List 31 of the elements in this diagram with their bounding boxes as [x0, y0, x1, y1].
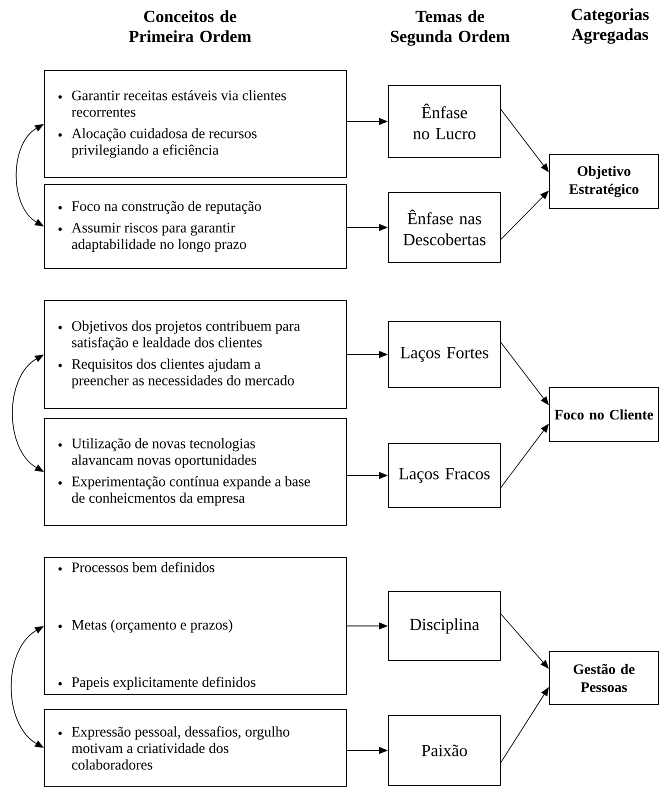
theme-box: Ênfase no Lucro [388, 85, 501, 158]
concept-box [44, 557, 347, 695]
theme-box: Paixão [388, 715, 501, 786]
bullet-item: Processos bem definidos [58, 562, 214, 572]
bullet-item: Metas (orçamento e prazos) [58, 619, 232, 633]
column-heading: Categorias Agregadas [572, 8, 649, 44]
arrow [500, 614, 549, 669]
bullet-item: Garantir receitas estáveis via clientes recorrentes [58, 90, 286, 117]
concept-box [44, 300, 347, 409]
category-box: Gestão de Pessoas [549, 651, 659, 705]
theme-box: Disciplina [388, 591, 501, 661]
bullet-item: Experimentação contínua expande a base de conheicmentos da empresa [58, 476, 310, 506]
column-heading: Conceitos de Primeira Ordem [128, 10, 252, 42]
concept-box [44, 70, 347, 178]
bullet-item: Assumir riscos para garantir adaptabilidade no longo prazo [58, 222, 246, 252]
column-heading: Temas de Segunda Ordem [390, 10, 510, 46]
bullet-item: Requisitos dos clientes ajudam a preencher as necessidades do mercado [58, 358, 294, 388]
bullet-item: Utilização de novas tecnologias alavancam novas oportunidades [58, 438, 256, 468]
concept-box [44, 709, 347, 787]
bullet-item: Papeis explicitamente definidos [58, 676, 256, 690]
category-box: Foco no Cliente [549, 387, 659, 442]
concept-box [44, 184, 347, 269]
concept-box [44, 418, 347, 526]
theme-box: Ênfase nas Descobertas [388, 192, 501, 263]
bullet-item: Objetivos dos projetos contribuem para satisfação e lealdade dos clientes [58, 320, 300, 350]
theme-box: Laços Fortes [388, 321, 501, 388]
bullet-item: Foco na construção de reputação [58, 200, 261, 214]
theme-box: Laços Fracos [388, 443, 501, 508]
bullet-item: Expressão pessoal, dessafios, orgulho motivam a criatividade dos colaboradores [58, 726, 290, 770]
bullet-item: Alocação cuidadosa de recursos privilegiando a eficiência [58, 128, 257, 158]
category-box: Objetivo Estratégico [549, 154, 659, 209]
